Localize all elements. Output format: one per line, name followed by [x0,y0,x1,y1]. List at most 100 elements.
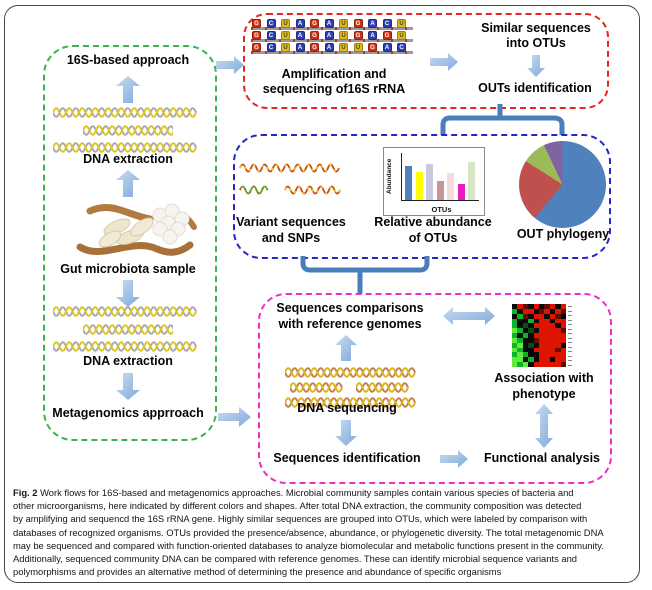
nucleotide-block: A [324,19,334,28]
nucleotide-block: G [382,31,392,40]
heatmap-cell [517,333,523,338]
nucleotide-block: U [339,19,348,28]
bar [468,162,475,200]
heatmap-cell [517,362,523,367]
heatmap-cell [522,362,529,367]
heatmap-cell [517,357,523,363]
arrow-right-icon [216,56,244,74]
nucleotide-block: C [382,19,392,28]
heatmap-cell [538,308,545,314]
heatmap-cell [533,308,539,314]
heatmap-cell [549,318,556,324]
heatmap-cell [517,352,523,358]
heatmap-cell [538,337,545,343]
label-gut-sample: Gut microbiota sample [60,262,196,276]
nucleotide-block: G [310,19,319,28]
nucleotide-block: U [397,19,406,28]
gut-microbiota-icon [76,203,197,256]
heatmap-cell [544,323,550,329]
heatmap-cell [512,357,518,363]
heatmap-cell [528,357,534,363]
caption-line: polymorphisms and provides an alternativ… [13,566,502,578]
heatmap-cell [555,328,561,334]
bar [436,180,444,200]
heatmap-cell [538,342,545,348]
caption-line: Fig. 2 Work flows for 16S-based and meta… [13,487,574,498]
heatmap-cell [528,342,534,348]
heatmap-cell [512,323,518,329]
heatmap-cell [549,347,556,353]
label-similar-sequences-2: into OTUs [506,36,566,50]
heatmap-cell [528,352,534,358]
dna-helix-icon [49,304,207,354]
nucleotide-block: A [295,43,305,52]
heatmap-cell [528,337,534,343]
heatmap-cell [512,352,518,358]
bar [405,165,412,200]
heatmap-cell [555,362,561,367]
heatmap-cell [538,318,545,324]
heatmap-cell [528,304,534,309]
heatmap-cell [533,347,539,353]
caption-line: Additionally, sequenced community DNA ca… [13,553,578,565]
heatmap-cell [560,342,566,348]
heatmap-cell [549,304,556,309]
heatmap-cell [533,342,539,348]
heatmap-ticks-icon [568,306,572,366]
figure-caption: Fig. 2 Work flows for 16S-based and meta… [13,486,643,578]
heatmap-cell [555,313,561,319]
label-variant-sequences-1: Variant sequences [236,215,346,229]
heatmap-cell [538,323,545,329]
heatmap-cell [528,362,534,367]
bar [426,164,433,200]
heatmap-cell [522,323,529,329]
nucleotide-block: U [339,31,348,40]
nucleotide-block: U [397,31,406,40]
label-amplification-2: sequencing of16S rRNA [262,82,406,96]
label-out-phylogeny: OUT phylogeny [516,227,610,241]
heatmap-cell [522,318,529,324]
heatmap-cell [517,304,523,309]
heatmap-cell [538,347,545,353]
nucleotide-block: A [295,31,305,40]
heatmap-cell [512,313,518,319]
heatmap-cell [544,318,550,324]
heatmap-cell [544,313,550,319]
caption-line: by amplifying and sequencd the 16S rRNA … [13,513,588,525]
metagenomics-panel [258,293,612,484]
heatmap-cell [533,337,539,343]
heatmap-cell [533,352,539,358]
heatmap-cell [517,328,523,334]
arrow-up-icon [116,76,140,103]
nucleotide-block: G [353,19,363,28]
heatmap-cell [522,333,529,338]
nucleotide-block: G [368,43,377,52]
heatmap-cell [522,328,529,334]
heatmap-cell [538,357,545,363]
label-association-2: phenotype [512,387,576,401]
nucleotide-block: U [281,31,290,40]
heatmap-cell [549,352,556,358]
bar [415,172,423,200]
nucleotide-block: G [353,31,363,40]
arrow-up-down-icon [535,404,553,448]
heatmap-cell [560,318,566,324]
label-sequences-identification: Sequences identification [273,451,421,465]
abundance-bars [401,153,479,201]
arrow-down-icon [116,373,140,400]
nucleotide-block: A [368,31,377,40]
nucleotide-block: G [252,43,261,52]
heatmap-cell [528,318,534,324]
heatmap-cell [560,323,566,329]
heatmap-cell [538,328,545,334]
heatmap-cell [544,352,550,358]
bar [447,173,454,200]
phylogeny-pie-chart [519,141,606,228]
heatmap-cell [538,333,545,338]
bracket-connector-icon [300,256,430,294]
label-amplification-1: Amplification and [281,67,387,81]
heatmap-cell [517,308,523,314]
heatmap-cell [560,313,566,319]
nucleotide-block: A [295,19,305,28]
